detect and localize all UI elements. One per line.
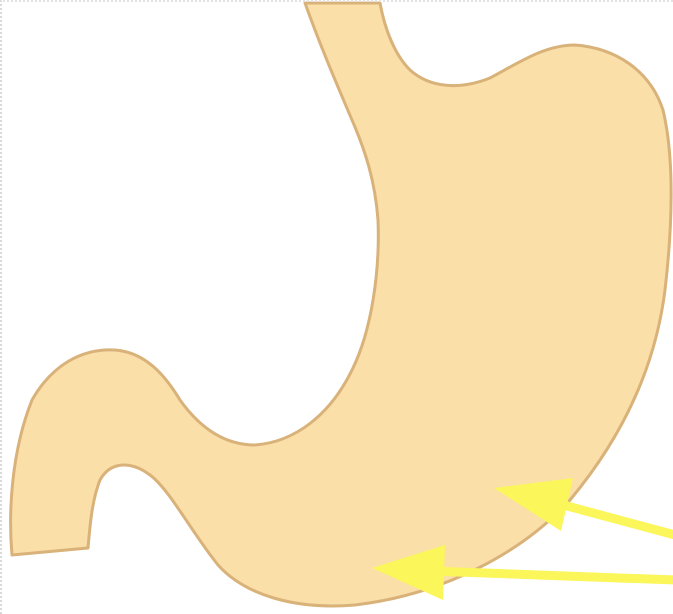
upper-arrow-shaft [556, 503, 673, 535]
stomach-shape [11, 3, 672, 606]
lower-arrow-shaft [430, 571, 673, 580]
